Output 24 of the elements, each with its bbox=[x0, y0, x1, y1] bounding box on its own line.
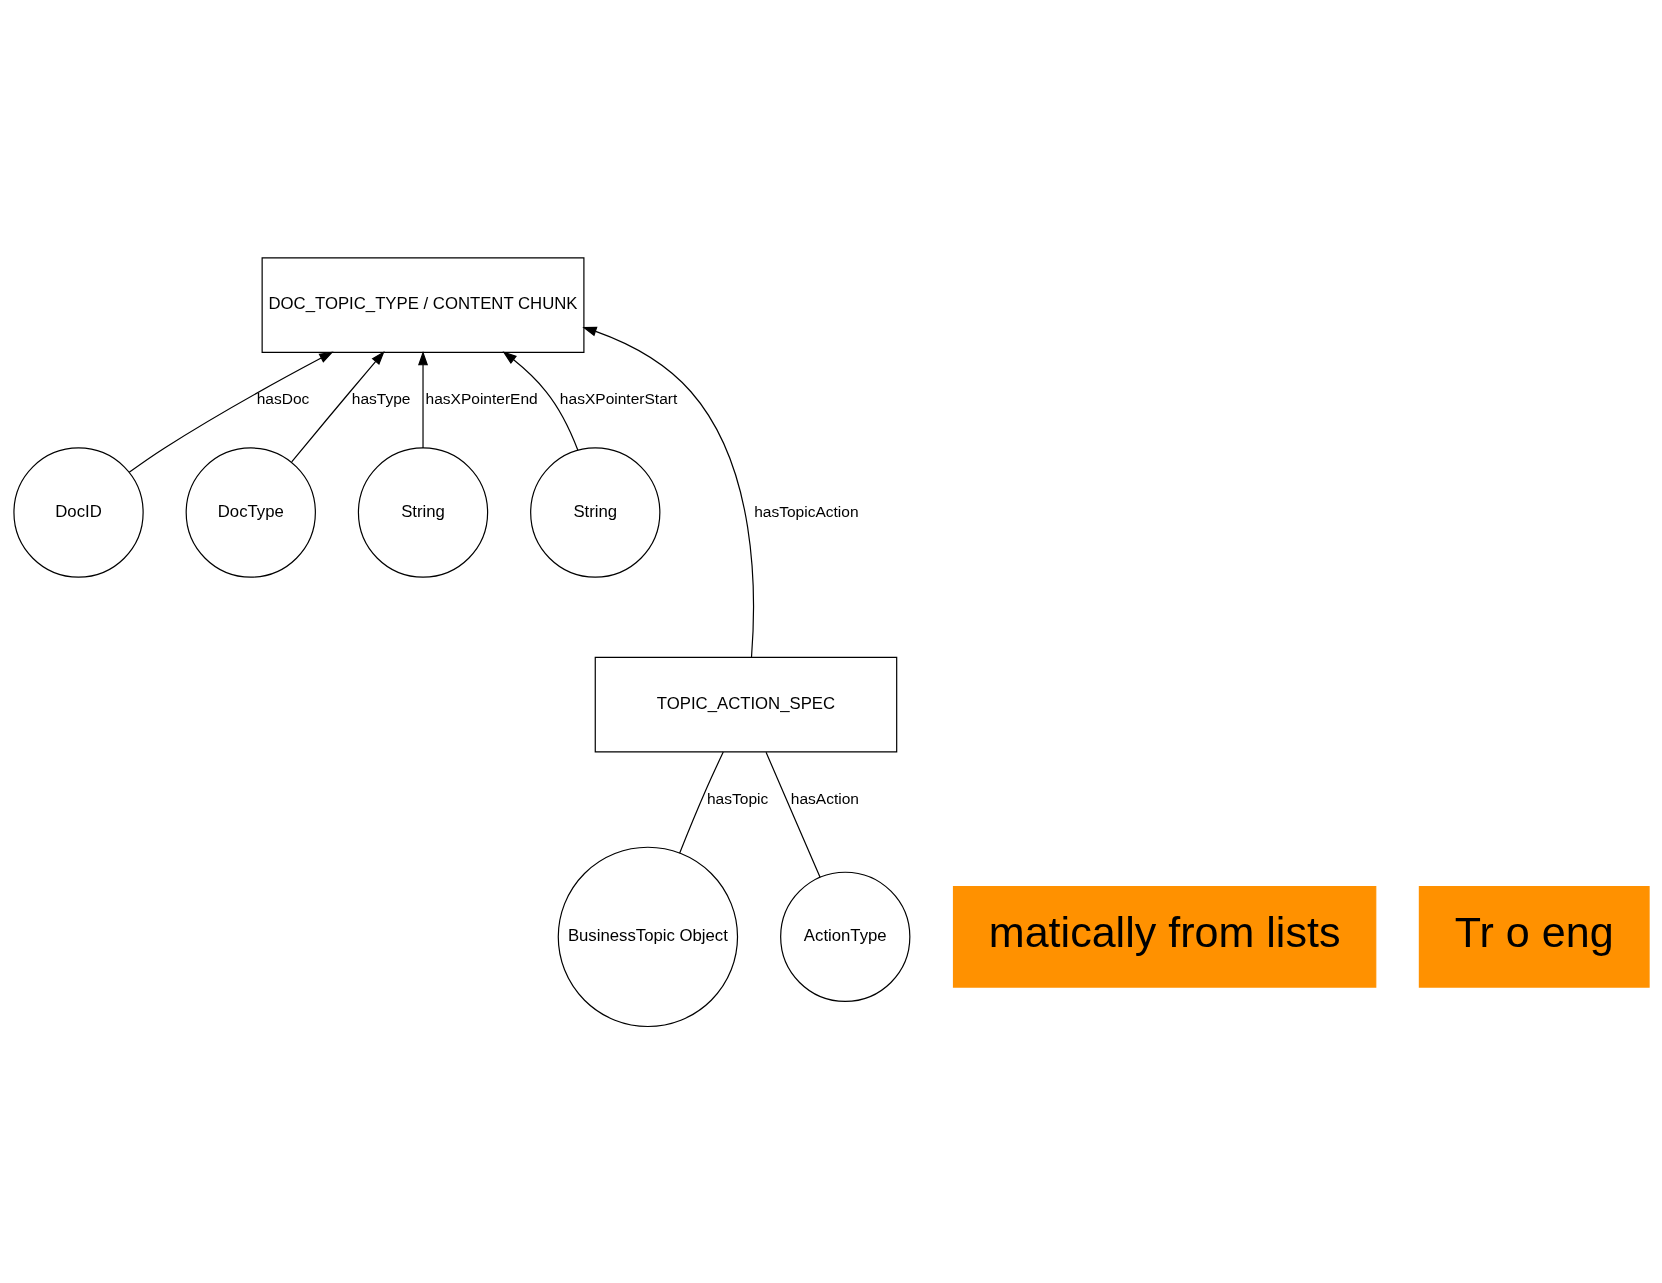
node-box: matically from lists bbox=[952, 885, 1376, 988]
node-box: DOC_TOPIC_TYPE / CONTENT CHUNK bbox=[261, 256, 584, 353]
node-circle: BusinessTopic Object bbox=[557, 846, 738, 1027]
arrow bbox=[502, 350, 578, 451]
connector bbox=[678, 751, 724, 854]
node-box: Tr o eng bbox=[1418, 885, 1650, 988]
edge-label: hasAction bbox=[790, 789, 859, 807]
edge-label: hasXPointerEnd bbox=[425, 389, 538, 407]
node-circle: ActionType bbox=[779, 871, 910, 1002]
arrow bbox=[290, 350, 385, 462]
node-box: TOPIC_ACTION_SPEC bbox=[594, 656, 897, 752]
edge-label: hasDoc bbox=[256, 389, 309, 407]
edge-label: hasTopic bbox=[706, 789, 768, 807]
arrow bbox=[128, 351, 334, 473]
connector bbox=[764, 751, 821, 878]
arrow bbox=[581, 326, 754, 658]
node-circle: String bbox=[529, 446, 660, 578]
node-circle: DocType bbox=[185, 446, 316, 578]
edge-label: hasType bbox=[351, 389, 411, 407]
edge-label: hasXPointerStart bbox=[559, 389, 677, 407]
node-circle: String bbox=[357, 446, 488, 578]
edge-label: hasTopicAction bbox=[753, 502, 859, 520]
arrow bbox=[417, 350, 428, 448]
node-circle: DocID bbox=[12, 446, 144, 578]
